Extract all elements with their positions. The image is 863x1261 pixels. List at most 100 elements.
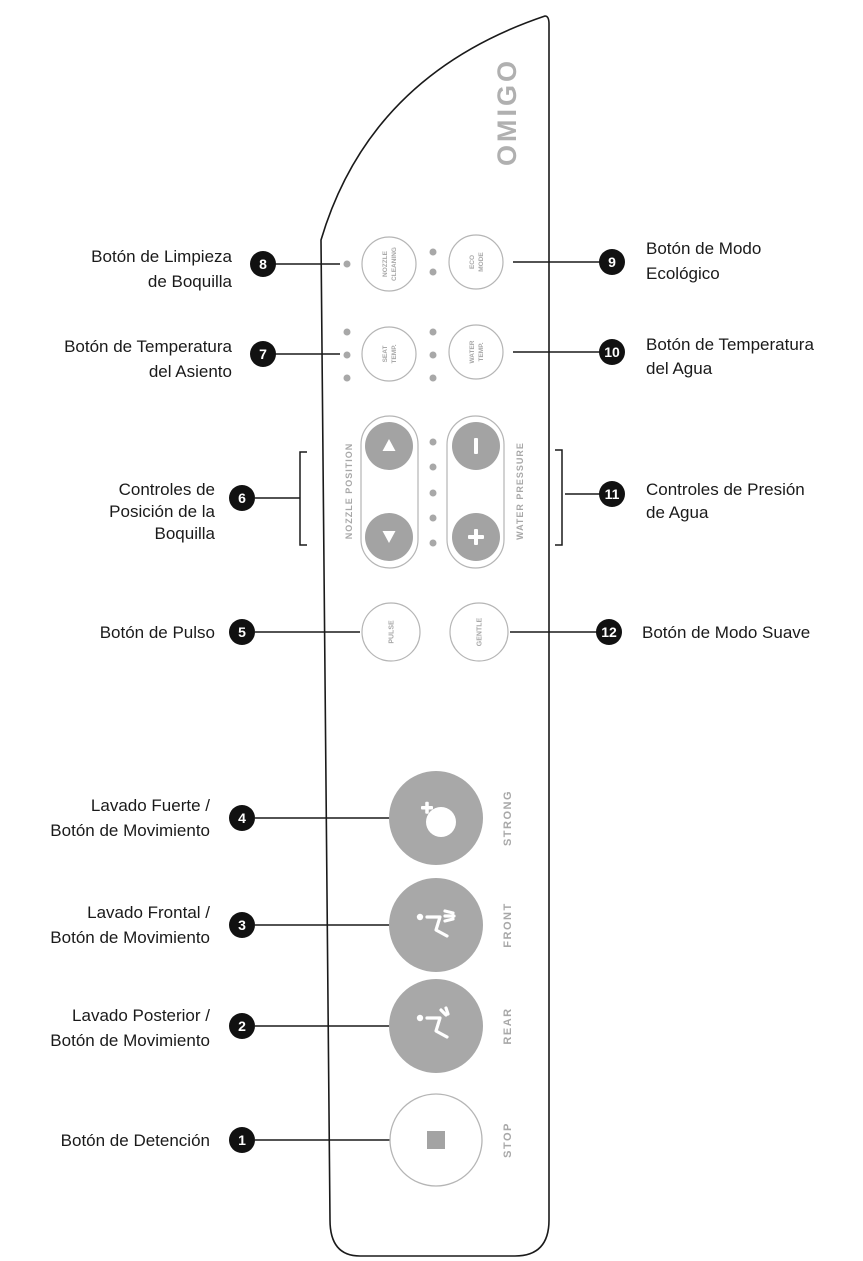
remote-body xyxy=(320,15,550,1257)
callout-label-5: Botón de Pulso xyxy=(100,623,215,642)
plus-icon xyxy=(468,529,484,545)
svg-text:Lavado Fuerte /: Lavado Fuerte / xyxy=(91,796,210,815)
svg-text:7: 7 xyxy=(259,346,267,362)
strong-label: STRONG xyxy=(502,790,514,846)
callout-label-6: Controles de Posición de la Boquilla xyxy=(109,480,215,543)
stop-button[interactable] xyxy=(389,1093,483,1187)
svg-text:12: 12 xyxy=(601,624,617,640)
svg-text:1: 1 xyxy=(238,1132,246,1148)
callout-label-11: Controles de Presión de Agua xyxy=(646,480,805,522)
svg-text:Botón de Movimiento: Botón de Movimiento xyxy=(50,821,210,840)
callout-badge-1: 1 xyxy=(229,1127,255,1153)
callout-label-4: Lavado Fuerte / Botón de Movimiento xyxy=(50,796,210,840)
rear-label: REAR xyxy=(502,1007,514,1044)
stop-label: STOP xyxy=(502,1122,514,1158)
callout-badge-4: 4 xyxy=(229,805,255,831)
stop-square-icon xyxy=(427,1131,445,1149)
callout-label-10: Botón de Temperatura del Agua xyxy=(646,335,814,378)
svg-text:Lavado Frontal /: Lavado Frontal / xyxy=(87,903,210,922)
svg-text:Lavado Posterior /: Lavado Posterior / xyxy=(72,1006,210,1025)
seat-temp-label-1: SEAT xyxy=(382,346,389,363)
callout-badge-6: 6 xyxy=(229,485,255,511)
callout-badge-5: 5 xyxy=(229,619,255,645)
rear-wash-icon xyxy=(416,1006,450,1039)
indicator-leds xyxy=(343,248,437,547)
svg-text:Posición de la: Posición de la xyxy=(109,502,215,521)
nozzle-cleaning-label-1: NOZZLE xyxy=(382,250,389,277)
front-wash-icon xyxy=(416,909,456,938)
nozzle-cleaning-button[interactable]: NOZZLE CLEANING xyxy=(361,236,417,292)
callout-badge-7: 7 xyxy=(250,341,276,367)
svg-text:Botón de Temperatura: Botón de Temperatura xyxy=(64,337,232,356)
svg-text:del Agua: del Agua xyxy=(646,359,713,378)
svg-text:Botón de Detención: Botón de Detención xyxy=(61,1131,210,1150)
svg-text:Ecológico: Ecológico xyxy=(646,264,720,283)
nozzle-position-label: NOZZLE POSITION xyxy=(344,443,354,540)
svg-text:8: 8 xyxy=(259,256,267,272)
svg-text:Controles de: Controles de xyxy=(119,480,215,499)
svg-text:10: 10 xyxy=(604,344,620,360)
svg-text:6: 6 xyxy=(238,490,246,506)
callout-badge-12: 12 xyxy=(596,619,622,645)
callout-badge-9: 9 xyxy=(599,249,625,275)
svg-text:Botón de Pulso: Botón de Pulso xyxy=(100,623,215,642)
nozzle-position-controls xyxy=(360,415,419,569)
minus-icon xyxy=(474,438,478,454)
seat-temp-label-2: TEMP. xyxy=(391,344,398,363)
brand-logo: OMIGO xyxy=(492,58,522,166)
svg-text:Botón de Modo Suave: Botón de Modo Suave xyxy=(642,623,810,642)
water-pressure-label: WATER PRESSURE xyxy=(515,442,525,540)
svg-text:2: 2 xyxy=(238,1018,246,1034)
eco-mode-button[interactable]: ECO MODE xyxy=(448,234,504,290)
svg-text:5: 5 xyxy=(238,624,246,640)
callout-label-9: Botón de Modo Ecológico xyxy=(646,239,761,283)
svg-text:Botón de Movimiento: Botón de Movimiento xyxy=(50,1031,210,1050)
svg-text:Botón de Modo: Botón de Modo xyxy=(646,239,761,258)
triangle-up-icon xyxy=(382,439,396,451)
water-temp-label-2: TEMP. xyxy=(478,342,485,361)
seat-temp-button[interactable]: SEAT TEMP. xyxy=(361,326,417,382)
nozzle-down-button[interactable] xyxy=(365,513,413,561)
eco-mode-label-1: ECO xyxy=(469,255,476,269)
eco-mode-label-2: MODE xyxy=(478,252,485,272)
callout-label-1: Botón de Detención xyxy=(61,1131,210,1150)
water-pressure-minus-button[interactable] xyxy=(452,422,500,470)
water-temp-label-1: WATER xyxy=(469,340,476,363)
callout-label-3: Lavado Frontal / Botón de Movimiento xyxy=(50,903,210,947)
callout-label-2: Lavado Posterior / Botón de Movimiento xyxy=(50,1006,210,1050)
svg-text:Botón de Movimiento: Botón de Movimiento xyxy=(50,928,210,947)
callout-badge-2: 2 xyxy=(229,1013,255,1039)
svg-text:Controles de Presión: Controles de Presión xyxy=(646,480,805,499)
pulse-label: PULSE xyxy=(389,620,396,644)
svg-text:9: 9 xyxy=(608,254,616,270)
nozzle-up-button[interactable] xyxy=(365,422,413,470)
callout-label-8: Botón de Limpieza de Boquilla xyxy=(91,247,232,291)
front-label: FRONT xyxy=(502,902,514,947)
water-pressure-controls xyxy=(446,415,505,569)
callout-badge-11: 11 xyxy=(599,481,625,507)
rear-wash-button[interactable] xyxy=(389,979,483,1073)
svg-text:de Boquilla: de Boquilla xyxy=(148,272,233,291)
gentle-label: GENTLE xyxy=(477,617,484,646)
pulse-button[interactable]: PULSE xyxy=(361,602,421,662)
front-wash-button[interactable] xyxy=(389,878,483,972)
svg-text:3: 3 xyxy=(238,917,246,933)
callout-badge-8: 8 xyxy=(250,251,276,277)
water-pressure-plus-button[interactable] xyxy=(452,513,500,561)
nozzle-cleaning-label-2: CLEANING xyxy=(391,247,398,281)
callout-badge-3: 3 xyxy=(229,912,255,938)
svg-text:4: 4 xyxy=(238,810,246,826)
svg-text:Botón de Limpieza: Botón de Limpieza xyxy=(91,247,232,266)
gentle-button[interactable]: GENTLE xyxy=(449,602,509,662)
strong-wash-icon xyxy=(421,801,456,837)
callout-label-7: Botón de Temperatura del Asiento xyxy=(64,337,232,381)
callout-label-12: Botón de Modo Suave xyxy=(642,623,810,642)
svg-text:de Agua: de Agua xyxy=(646,503,709,522)
svg-text:11: 11 xyxy=(605,486,620,502)
leader-lines xyxy=(255,261,610,1141)
water-temp-button[interactable]: WATER TEMP. xyxy=(448,324,504,380)
callout-badge-10: 10 xyxy=(599,339,625,365)
strong-wash-button[interactable] xyxy=(389,771,483,865)
triangle-down-icon xyxy=(382,531,396,543)
